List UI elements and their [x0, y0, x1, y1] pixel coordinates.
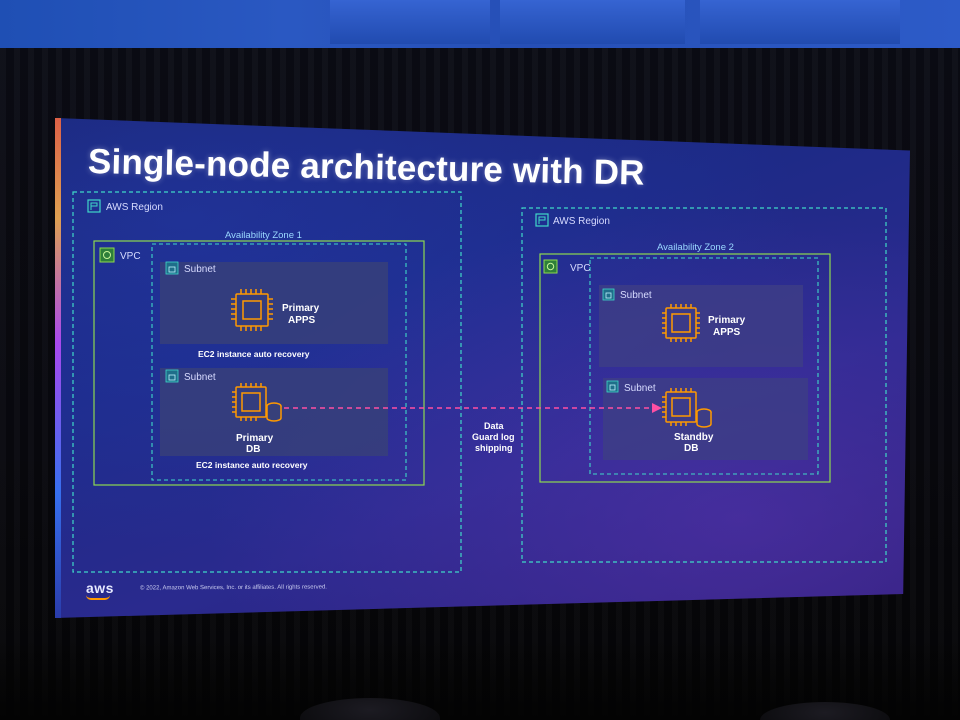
availability-zone-label: Availability Zone 2	[657, 242, 734, 253]
aws-logo: aws	[86, 580, 114, 600]
node-role: DB	[684, 443, 698, 454]
node-role: APPS	[288, 315, 316, 326]
ceiling-panel	[330, 0, 490, 44]
node-role: APPS	[713, 327, 741, 338]
copyright-notice: © 2022, Amazon Web Services, Inc. or its…	[139, 584, 327, 592]
region-flag-icon	[535, 213, 549, 227]
ec2-db-icon	[662, 388, 712, 428]
region-flag-icon	[87, 199, 101, 213]
aws-region-2: AWS Region Availability Zone 2 VPC Subne…	[521, 207, 887, 563]
ec2-chip-icon	[231, 289, 273, 331]
aws-smile-icon	[86, 595, 110, 600]
vpc-label: VPC	[120, 251, 141, 262]
audience-head	[300, 698, 440, 720]
subnet-label: Subnet	[620, 290, 652, 301]
vpc-border	[93, 240, 425, 486]
region-border	[72, 191, 462, 573]
subnet-caption: EC2 instance auto recovery	[198, 349, 310, 359]
ceiling-panel	[500, 0, 685, 44]
region-border	[521, 207, 887, 563]
availability-zone-border	[151, 243, 407, 481]
audience-head	[760, 702, 890, 720]
ceiling-panel	[700, 0, 900, 44]
subnet-label: Subnet	[184, 372, 216, 383]
subnet-box	[599, 285, 803, 367]
node-name: Standby	[674, 432, 714, 443]
vpc-cloud-icon	[99, 247, 115, 263]
subnet-lock-icon	[165, 369, 179, 383]
replication-label-line1: Data	[484, 421, 505, 431]
aws-logo-text: aws	[86, 580, 114, 596]
subnet-label: Subnet	[184, 264, 216, 275]
subnet-label: Subnet	[624, 383, 656, 394]
node-name: Primary	[282, 303, 320, 314]
ec2-chip-icon	[662, 304, 700, 342]
vpc-border	[539, 253, 831, 483]
slide-accent-bar	[55, 118, 61, 618]
vpc-cloud-icon	[543, 259, 558, 274]
node-name: Primary	[236, 433, 274, 444]
vpc-label: VPC	[570, 263, 591, 274]
replication-label-line2: Guard log	[472, 432, 515, 442]
replication-label-line3: shipping	[475, 443, 513, 453]
subnet-caption: EC2 instance auto recovery	[196, 460, 308, 470]
availability-zone-border	[589, 257, 819, 475]
ec2-db-icon	[232, 383, 282, 422]
subnet-lock-icon	[602, 288, 615, 301]
subnet-box	[160, 262, 388, 344]
aws-region-1: AWS Region Availability Zone 1 VPC Subne…	[72, 191, 462, 573]
availability-zone-label: Availability Zone 1	[225, 230, 302, 241]
subnet-lock-icon	[606, 380, 619, 393]
subnet-lock-icon	[165, 261, 179, 275]
region-label: AWS Region	[106, 202, 163, 213]
node-name: Primary	[708, 315, 746, 326]
data-guard-arrow	[284, 403, 662, 413]
region-label: AWS Region	[553, 216, 610, 227]
node-role: DB	[246, 444, 260, 455]
